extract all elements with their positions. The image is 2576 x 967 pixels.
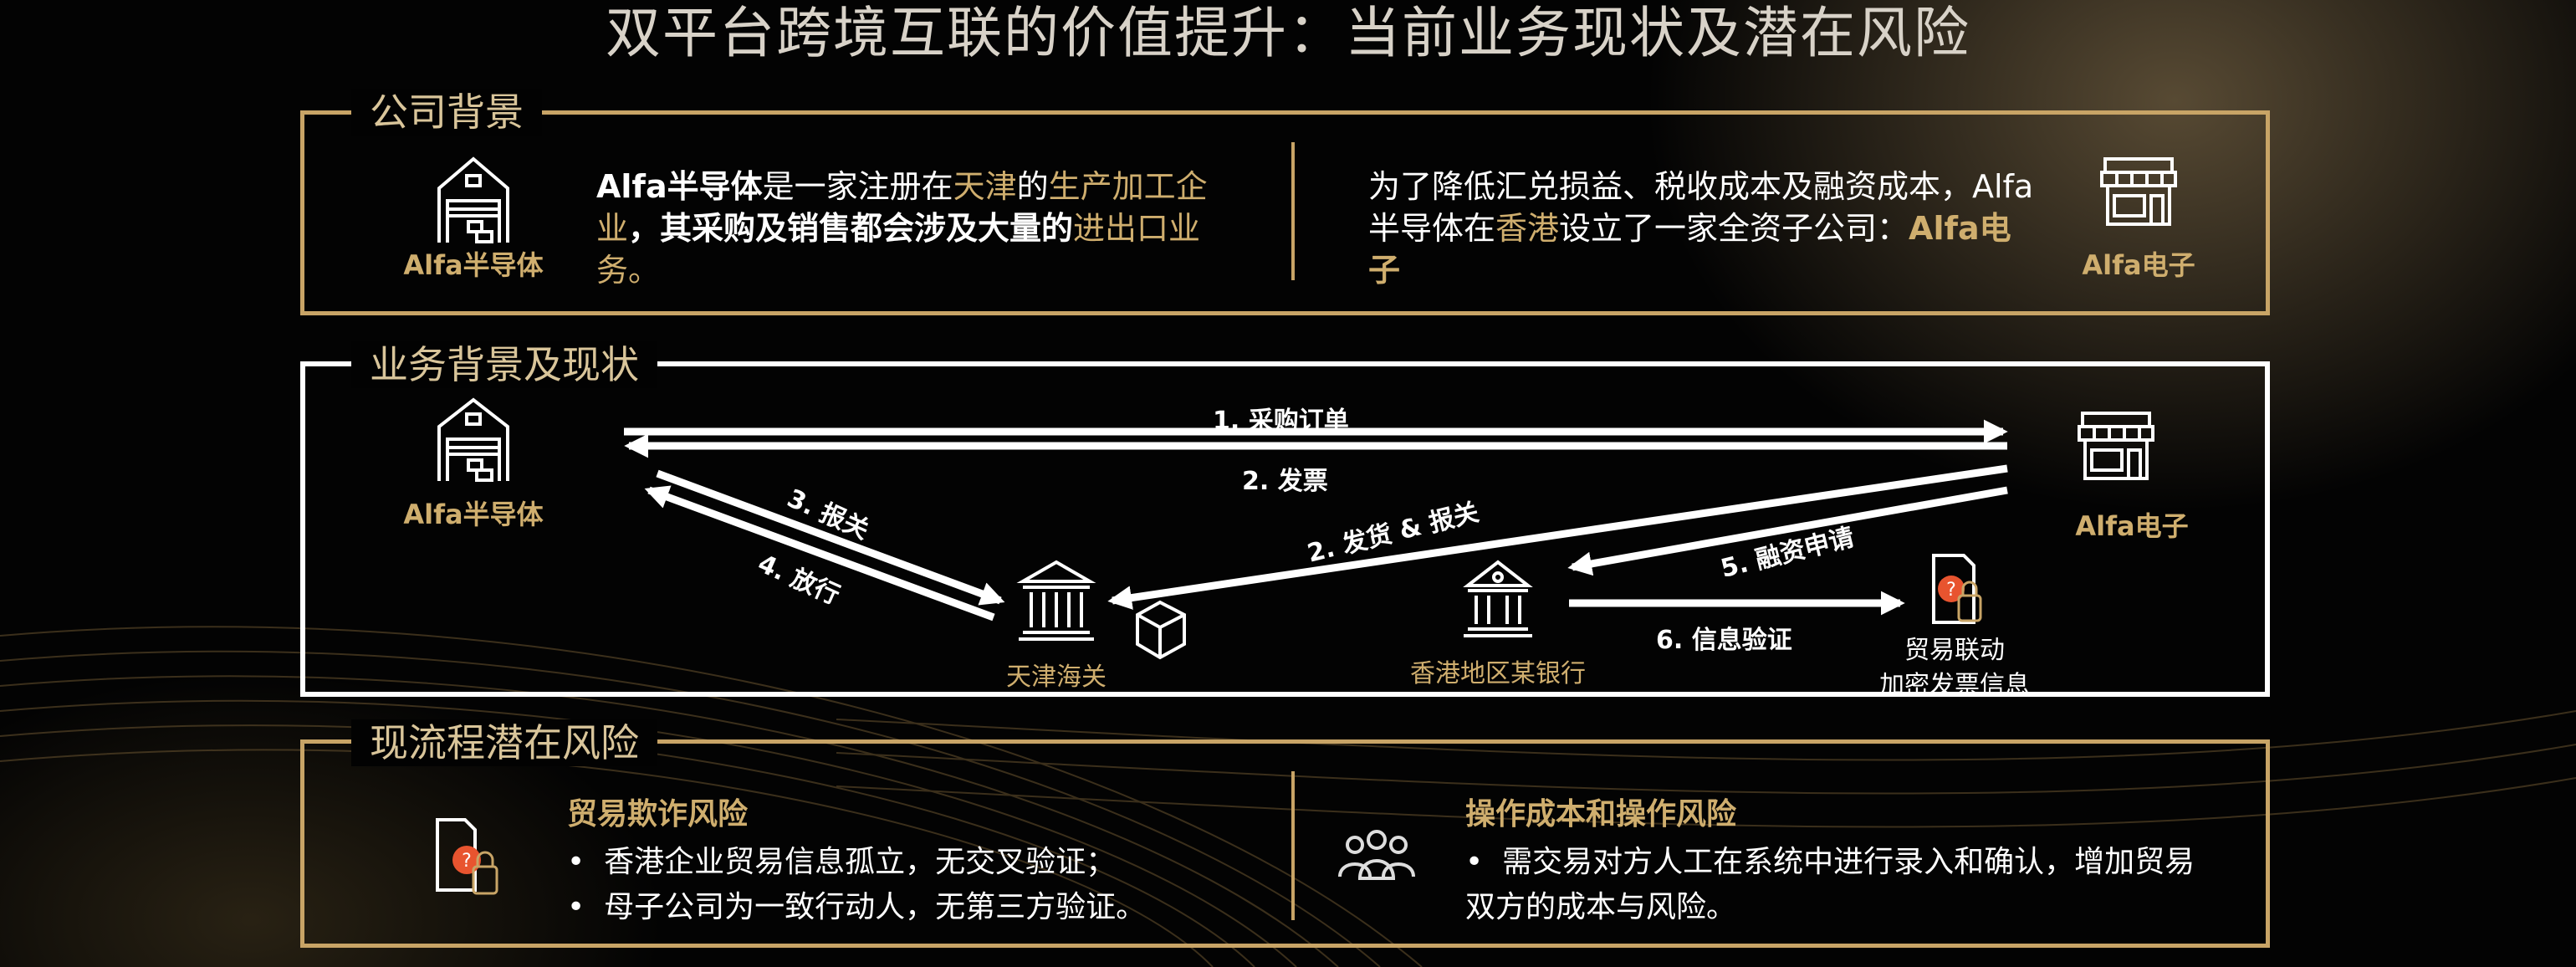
text-run: 。 xyxy=(628,252,661,289)
text-run: 香港 xyxy=(1495,210,1560,247)
people-group-icon xyxy=(1338,830,1415,880)
flow-label-verify: 6. 信息验证 xyxy=(1656,626,1792,655)
flow-label-invoice: 2. 发票 xyxy=(1242,467,1328,496)
flow-label-purchase-order: 1. 采购订单 xyxy=(1213,407,1349,436)
risk-fraud-bullet: • 母子公司为一致行动人，无第三方验证。 xyxy=(567,890,1147,924)
bullet-text: 母子公司为一致行动人，无第三方验证。 xyxy=(604,890,1147,924)
risks-label: 现流程潜在风险 xyxy=(351,719,657,766)
svg-text:?: ? xyxy=(462,851,472,872)
risk-operation-bullet: • 需交易对方人工在系统中进行录入和确认，增加贸易双方的成本与风险。 xyxy=(1465,845,2195,924)
risk-fraud-heading: 贸易欺诈风险 xyxy=(567,797,749,831)
company-background-label: 公司背景 xyxy=(351,89,542,136)
encrypted-invoice-icon: ? xyxy=(1932,554,1982,624)
arrow-ship-declare xyxy=(1107,464,2008,610)
store-icon xyxy=(2100,157,2177,226)
customs-building-icon xyxy=(1016,560,1096,641)
text-run: 设立了一家全资子公司： xyxy=(1559,210,1909,247)
company-left-text: Alfa半导体是一家注册在天津的生产加工企业，其采购及销售都会涉及大量的进出口业… xyxy=(596,166,1232,291)
arrow-declare xyxy=(656,469,1005,606)
warehouse-icon xyxy=(437,156,509,243)
company-background-panel xyxy=(300,110,2270,315)
bullet-text: 香港企业贸易信息孤立，无交叉验证； xyxy=(604,845,1117,879)
text-run: 生产加工企业 xyxy=(596,168,1208,247)
risks-divider xyxy=(1291,771,1295,920)
store-icon xyxy=(2078,412,2154,480)
business-label: 业务背景及现状 xyxy=(351,341,657,388)
page-title: 双平台跨境互联的价值提升：当前业务现状及潜在风险 xyxy=(606,1,1970,65)
text-run: 的 xyxy=(1016,168,1049,205)
node-electronics-label: Alfa电子 xyxy=(2075,510,2189,542)
company-divider xyxy=(1291,142,1295,280)
company-right-entity-name: Alfa电子 xyxy=(2082,249,2195,281)
node-semiconductor-label: Alfa半导体 xyxy=(403,499,544,530)
node-customs-label: 天津海关 xyxy=(1006,663,1107,692)
text-run: 为了降低汇兑损益、税收成本及融资成本，Alfa半导体在 xyxy=(1368,168,2034,247)
risks-panel xyxy=(300,739,2270,948)
text-run: Alfa半导体 xyxy=(596,168,763,205)
text-run: 是一家注册在 xyxy=(762,168,953,205)
bullet-text: 需交易对方人工在系统中进行录入和确认，增加贸易双方的成本与风险。 xyxy=(1465,845,2195,924)
company-right-text: 为了降低汇兑损益、税收成本及融资成本，Alfa半导体在香港设立了一家全资子公司：… xyxy=(1368,166,2037,291)
node-invoice-label-1: 贸易联动 xyxy=(1904,636,2005,665)
risk-operation-heading: 操作成本和操作风险 xyxy=(1465,797,1737,831)
fraud-document-icon: ? xyxy=(436,818,498,895)
text-run: ，其采购及销售都会涉及大量的 xyxy=(628,210,1074,247)
warehouse-icon xyxy=(437,397,509,482)
node-bank-label: 香港地区某银行 xyxy=(1410,659,1586,688)
bank-building-icon xyxy=(1463,560,1533,637)
text-run: 天津 xyxy=(953,168,1017,205)
text-run: Alfa电子 xyxy=(1368,210,2011,289)
company-left-entity-name: Alfa半导体 xyxy=(403,249,544,281)
svg-text:?: ? xyxy=(1946,580,1956,601)
arrow-financing xyxy=(1567,486,2008,576)
node-invoice-label-2: 加密发票信息 xyxy=(1879,671,2030,700)
arrow-release xyxy=(644,485,995,622)
business-panel xyxy=(300,361,2270,697)
package-box-icon xyxy=(1136,600,1186,660)
text-run: 进出口业务 xyxy=(596,210,1201,289)
risk-fraud-bullet: • 香港企业贸易信息孤立，无交叉验证； xyxy=(567,845,1117,879)
